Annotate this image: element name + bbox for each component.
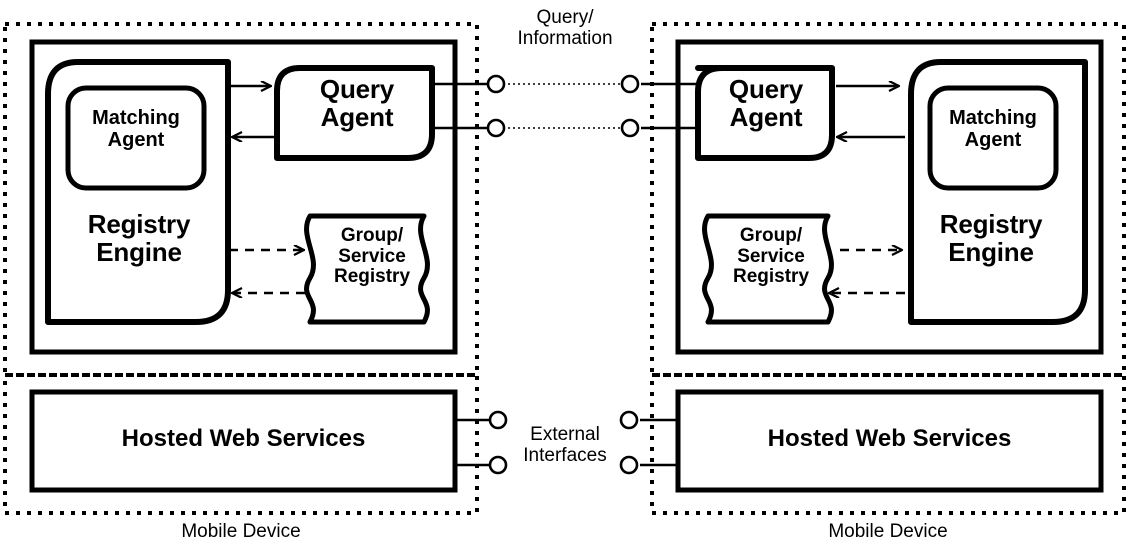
left-matching-agent-shape	[65, 85, 207, 191]
port-right-external-bottom	[619, 455, 639, 475]
port-left-query-top	[486, 74, 506, 94]
interface-links-group	[486, 74, 640, 475]
right-query-agent-label: Query Agent	[728, 74, 804, 133]
left-device-caption: Mobile Device	[181, 521, 301, 542]
left-matching-agent-label: Matching Agent	[92, 107, 180, 151]
right-matching-agent-shape	[927, 85, 1059, 191]
left-device-lower-boundary	[3, 373, 479, 515]
left-device-upper-boundary	[3, 22, 479, 377]
right-group-service-registry-label: Group/ Service Registry	[732, 225, 810, 288]
left-query-agent-shape	[274, 65, 435, 161]
right-hosted-web-services-box	[675, 389, 1104, 493]
right-query-agent-shape	[695, 65, 835, 161]
right-group-service-registry-shape	[702, 213, 834, 325]
left-query-agent-label: Query Agent	[319, 74, 395, 133]
port-left-external-bottom	[488, 455, 508, 475]
right-device-upper-boundary	[650, 22, 1126, 377]
left-registry-engine-label: Registry Engine	[87, 209, 191, 268]
port-right-query-bottom	[620, 118, 640, 138]
right-hosted-web-services-label: Hosted Web Services	[767, 425, 1012, 452]
port-left-external-top	[488, 410, 508, 430]
left-group-service-registry-shape	[304, 213, 430, 325]
left-group-service-registry-label: Group/ Service Registry	[333, 225, 411, 288]
left-hosted-web-services-label: Hosted Web Services	[121, 425, 366, 452]
port-right-external-top	[619, 410, 639, 430]
right-device-lower-boundary	[650, 373, 1126, 515]
right-device-group	[640, 22, 1126, 515]
external-interfaces-label: External Interfaces	[523, 424, 607, 466]
port-right-query-top	[620, 74, 640, 94]
left-device-group	[3, 22, 490, 515]
right-matching-agent-label: Matching Agent	[949, 107, 1037, 151]
right-device-caption: Mobile Device	[828, 521, 948, 542]
query-information-label: Query/ Information	[517, 7, 613, 49]
left-hosted-web-services-box	[29, 389, 458, 493]
port-left-query-bottom	[486, 118, 506, 138]
right-registry-engine-label: Registry Engine	[939, 209, 1043, 268]
